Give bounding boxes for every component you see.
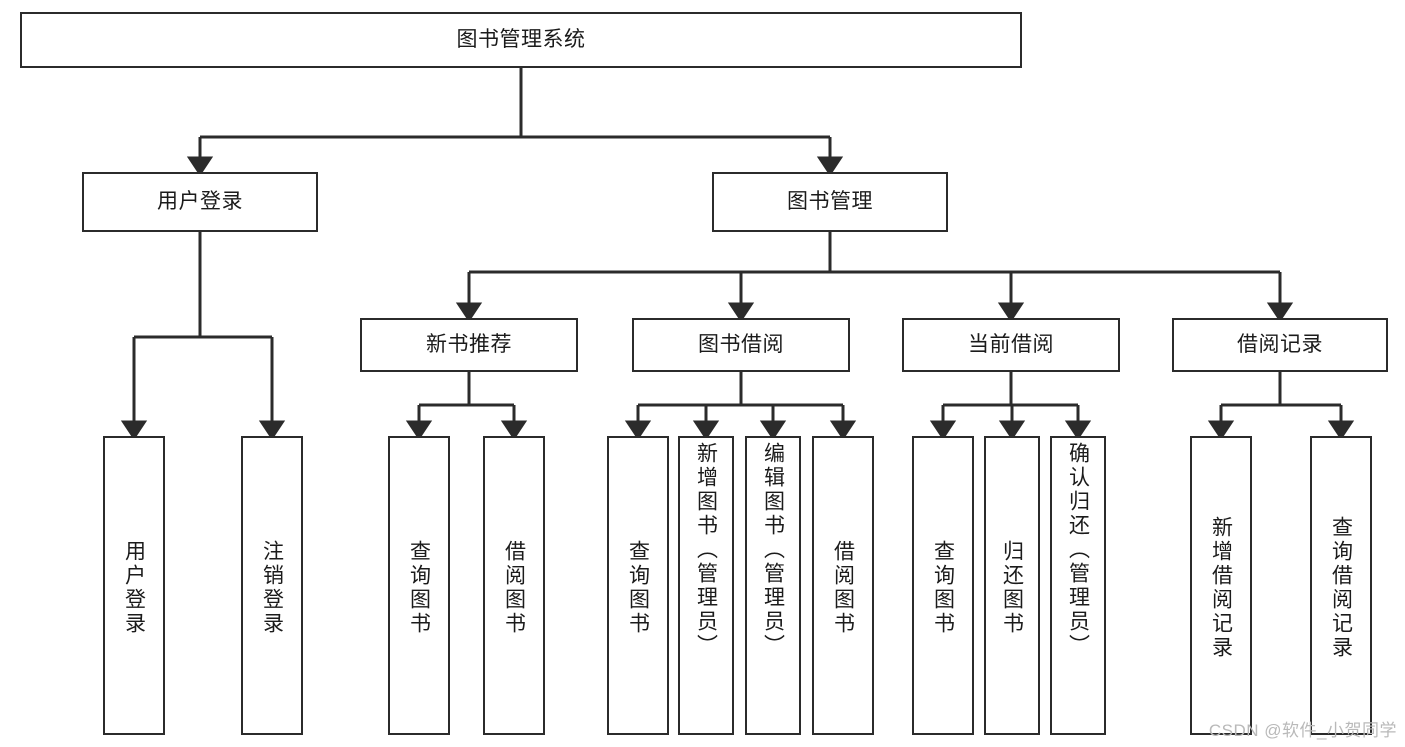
node-borrow-record[interactable]: 借阅记录: [1172, 318, 1388, 372]
node-leaf-borrow-book-2-label: 借阅图书: [831, 539, 855, 636]
node-leaf-confirm-return-admin[interactable]: 确认归还（管理员）: [1050, 436, 1106, 735]
node-leaf-query-borrow-record-label: 查询借阅记录: [1329, 515, 1353, 660]
node-leaf-return-book[interactable]: 归还图书: [984, 436, 1040, 735]
node-leaf-query-book-2-label: 查询图书: [626, 539, 650, 636]
node-leaf-edit-book-admin-label: 编辑图书（管理员）: [761, 442, 785, 658]
node-leaf-return-book-label: 归还图书: [1000, 539, 1024, 636]
node-leaf-borrow-book-1-label: 借阅图书: [502, 539, 526, 636]
node-book-borrow-label: 图书借阅: [698, 333, 784, 357]
node-leaf-add-borrow-record[interactable]: 新增借阅记录: [1190, 436, 1252, 735]
node-leaf-confirm-return-admin-label: 确认归还（管理员）: [1066, 442, 1090, 658]
node-root[interactable]: 图书管理系统: [20, 12, 1022, 68]
node-book-manage[interactable]: 图书管理: [712, 172, 948, 232]
node-leaf-query-book-2[interactable]: 查询图书: [607, 436, 669, 735]
node-leaf-query-borrow-record[interactable]: 查询借阅记录: [1310, 436, 1372, 735]
node-leaf-borrow-book-2[interactable]: 借阅图书: [812, 436, 874, 735]
node-leaf-edit-book-admin[interactable]: 编辑图书（管理员）: [745, 436, 801, 735]
node-root-label: 图书管理系统: [456, 28, 586, 52]
node-user-login-label: 用户登录: [157, 190, 243, 214]
node-book-borrow[interactable]: 图书借阅: [632, 318, 850, 372]
node-leaf-borrow-book-1[interactable]: 借阅图书: [483, 436, 545, 735]
node-current-borrow-label: 当前借阅: [968, 333, 1054, 357]
node-leaf-query-book-1[interactable]: 查询图书: [388, 436, 450, 735]
node-leaf-add-borrow-record-label: 新增借阅记录: [1209, 515, 1233, 660]
watermark-text: CSDN @软件_小贺同学: [1208, 721, 1397, 740]
node-leaf-add-book-admin[interactable]: 新增图书（管理员）: [678, 436, 734, 735]
node-new-book-recommend[interactable]: 新书推荐: [360, 318, 578, 372]
node-leaf-add-book-admin-label: 新增图书（管理员）: [694, 442, 718, 658]
node-leaf-logout-login[interactable]: 注销登录: [241, 436, 303, 735]
node-leaf-query-book-3-label: 查询图书: [931, 539, 955, 636]
node-leaf-logout-login-label: 注销登录: [260, 539, 284, 636]
node-leaf-query-book-3[interactable]: 查询图书: [912, 436, 974, 735]
node-current-borrow[interactable]: 当前借阅: [902, 318, 1120, 372]
node-leaf-user-login[interactable]: 用户登录: [103, 436, 165, 735]
node-leaf-user-login-label: 用户登录: [122, 539, 146, 636]
node-new-book-recommend-label: 新书推荐: [426, 333, 512, 357]
node-borrow-record-label: 借阅记录: [1237, 333, 1323, 357]
node-user-login[interactable]: 用户登录: [82, 172, 318, 232]
node-leaf-query-book-1-label: 查询图书: [407, 539, 431, 636]
node-book-manage-label: 图书管理: [787, 190, 873, 214]
